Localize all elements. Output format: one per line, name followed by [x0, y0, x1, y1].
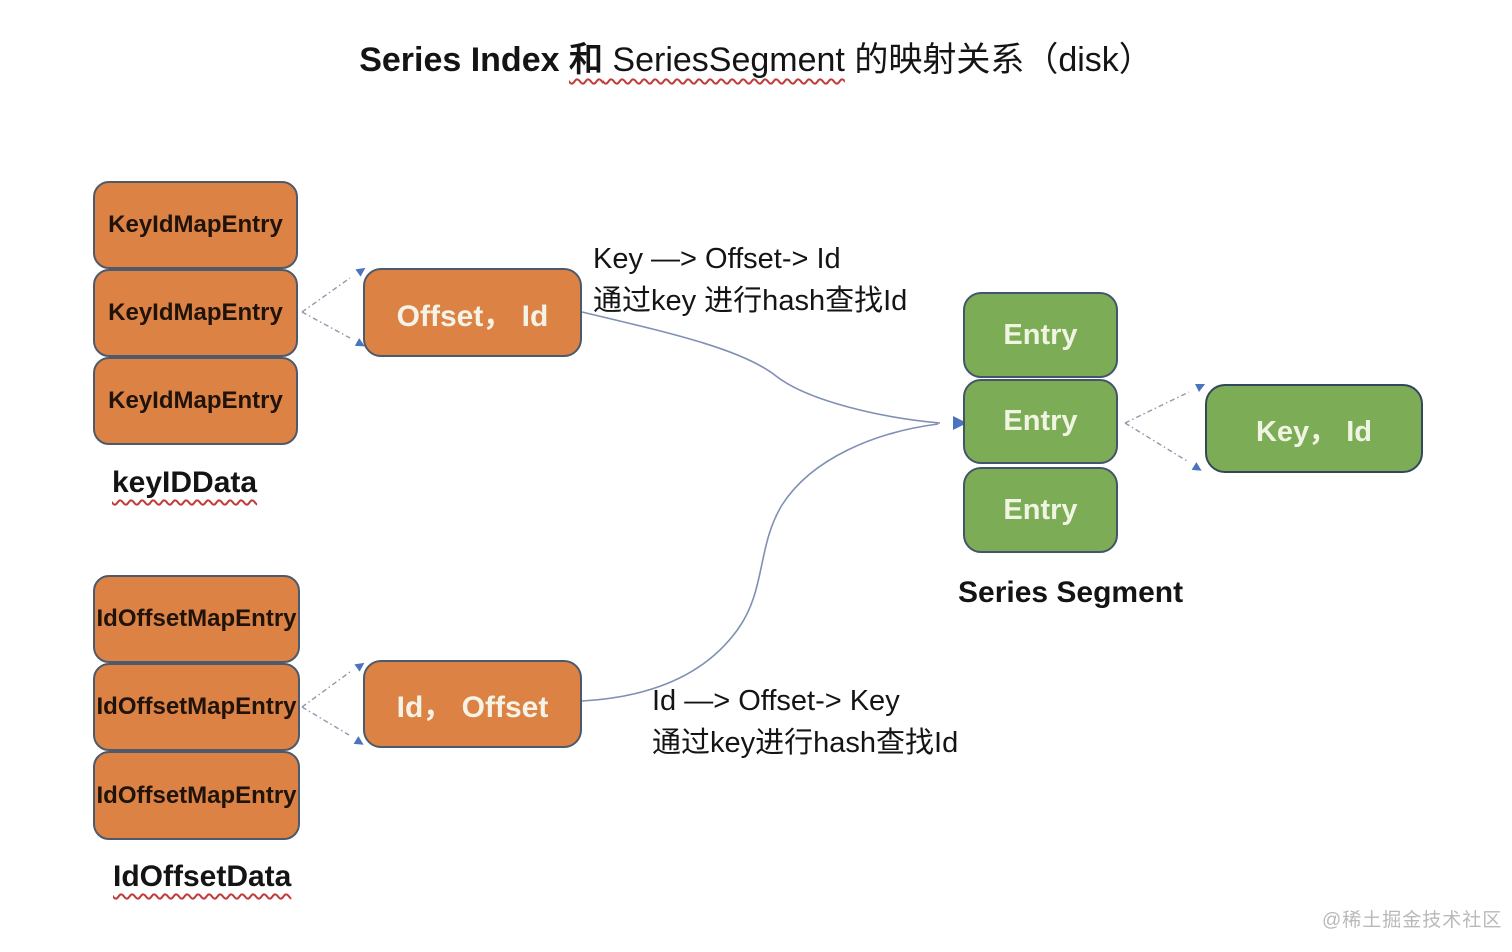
- title-segment: 和: [568, 41, 603, 79]
- id-offset-map-entry-box: IdOffsetMapEntry: [93, 575, 300, 663]
- box-label: Entry: [1003, 318, 1078, 351]
- curve-offsetid-to-entry: [581, 311, 941, 424]
- box-label: KeyIdMapEntry: [108, 387, 283, 414]
- box-label: KeyIdMapEntry: [108, 211, 283, 238]
- key-id-map-entry-box: KeyIdMapEntry: [93, 181, 298, 269]
- dotted-link-idoffset-upper: [301, 671, 351, 708]
- key-id-box: Key， Id: [1205, 384, 1423, 473]
- title-segment: SeriesSegment: [602, 41, 845, 79]
- box-label: KeyIdMapEntry: [108, 299, 283, 326]
- bottom-annotation: Id —> Offset-> Key 通过key进行hash查找Id: [652, 680, 958, 764]
- entry-box: Entry: [963, 467, 1118, 553]
- box-label: IdOffsetMapEntry: [96, 605, 297, 632]
- top-annotation: Key —> Offset-> Id 通过key 进行hash查找Id: [593, 238, 907, 322]
- annotation-line: 通过key进行hash查找Id: [652, 727, 959, 759]
- arrowhead-icon: [1195, 383, 1206, 393]
- box-label: IdOffsetMapEntry: [96, 693, 297, 720]
- dotted-link-idoffset-lower: [301, 706, 350, 736]
- title-segment: 的映射关系（disk）: [844, 41, 1153, 79]
- series-segment-label: Series Segment: [958, 576, 1184, 609]
- box-label: Offset， Id: [396, 299, 549, 333]
- box-label: IdOffsetMapEntry: [96, 781, 297, 809]
- title-segment: Series Index: [359, 41, 569, 79]
- dotted-link-keyid-lower: [301, 311, 351, 339]
- annotation-line: 通过key 进行hash查找Id: [593, 285, 908, 317]
- watermark: @稀土掘金技术社区: [1322, 910, 1503, 931]
- page-title: Series Index 和 SeriesSegment 的映射关系（disk）: [0, 32, 1512, 81]
- dotted-link-entry-lower: [1124, 422, 1188, 462]
- id-offset-data-label: IdOffsetData: [113, 860, 292, 893]
- key-id-data-label: keyIDData: [112, 466, 258, 499]
- box-label: Key， Id: [1255, 415, 1373, 448]
- id-offset-map-entry-box: IdOffsetMapEntry: [93, 663, 300, 751]
- box-label: Entry: [1003, 493, 1078, 526]
- entry-box: Entry: [963, 292, 1118, 378]
- entry-box: Entry: [963, 379, 1118, 464]
- offset-id-box: Offset， Id: [363, 268, 582, 357]
- curve-idoffset-to-entry: [581, 423, 939, 702]
- dotted-link-entry-upper: [1124, 391, 1190, 424]
- id-offset-box: Id， Offset: [363, 660, 582, 748]
- box-label: Entry: [1003, 405, 1078, 437]
- id-offset-map-entry-box: IdOffsetMapEntry: [93, 751, 300, 840]
- box-label: Id， Offset: [396, 691, 549, 724]
- annotation-line: Key —> Offset-> Id: [593, 243, 841, 275]
- key-id-map-entry-box: KeyIdMapEntry: [93, 357, 298, 445]
- arrowhead-icon: [1191, 462, 1202, 471]
- annotation-line: Id —> Offset-> Key: [652, 685, 900, 717]
- dotted-link-keyid-upper: [301, 277, 351, 313]
- key-id-map-entry-box: KeyIdMapEntry: [93, 269, 298, 357]
